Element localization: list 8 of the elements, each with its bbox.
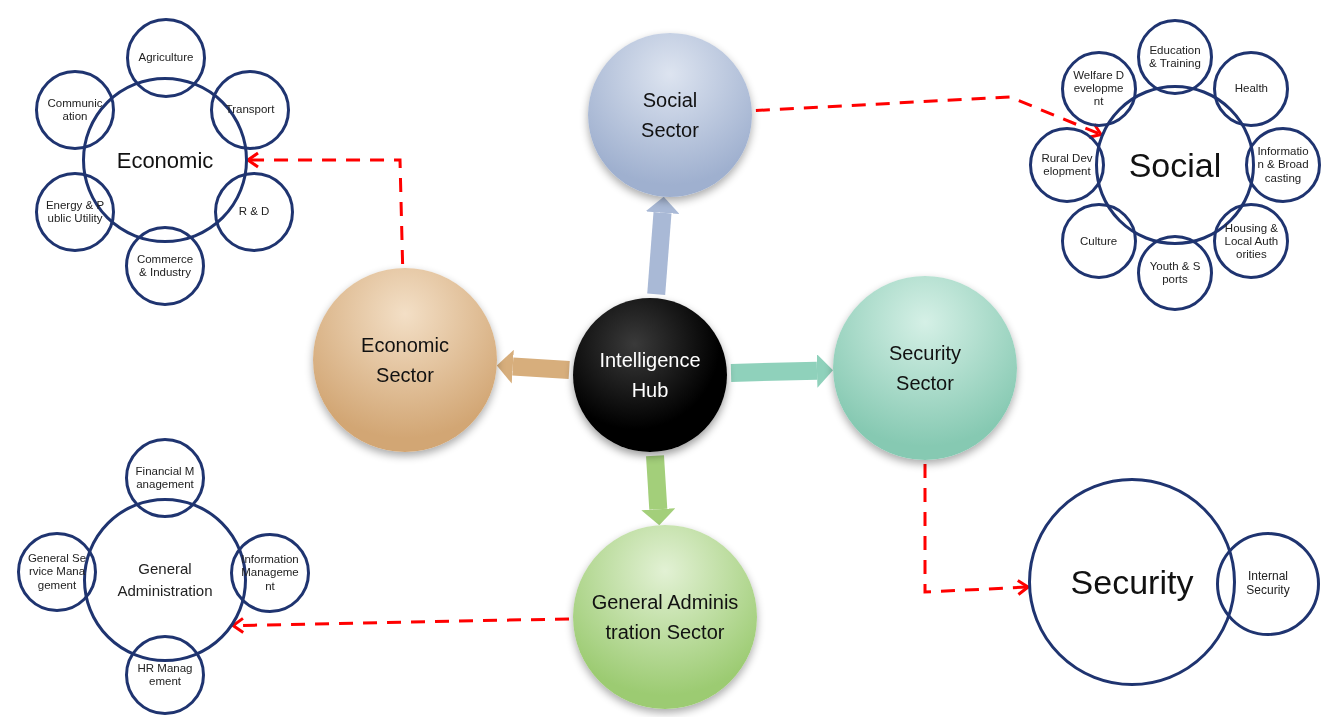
dashed-arrow [755, 95, 1103, 139]
block-arrow [641, 455, 676, 526]
block-arrow [496, 349, 570, 384]
dashed-arrow [231, 616, 570, 634]
dashed-arrow [923, 464, 1030, 596]
block-arrow [645, 196, 680, 295]
dashed-arrow [246, 151, 405, 265]
block-arrow [730, 353, 833, 388]
